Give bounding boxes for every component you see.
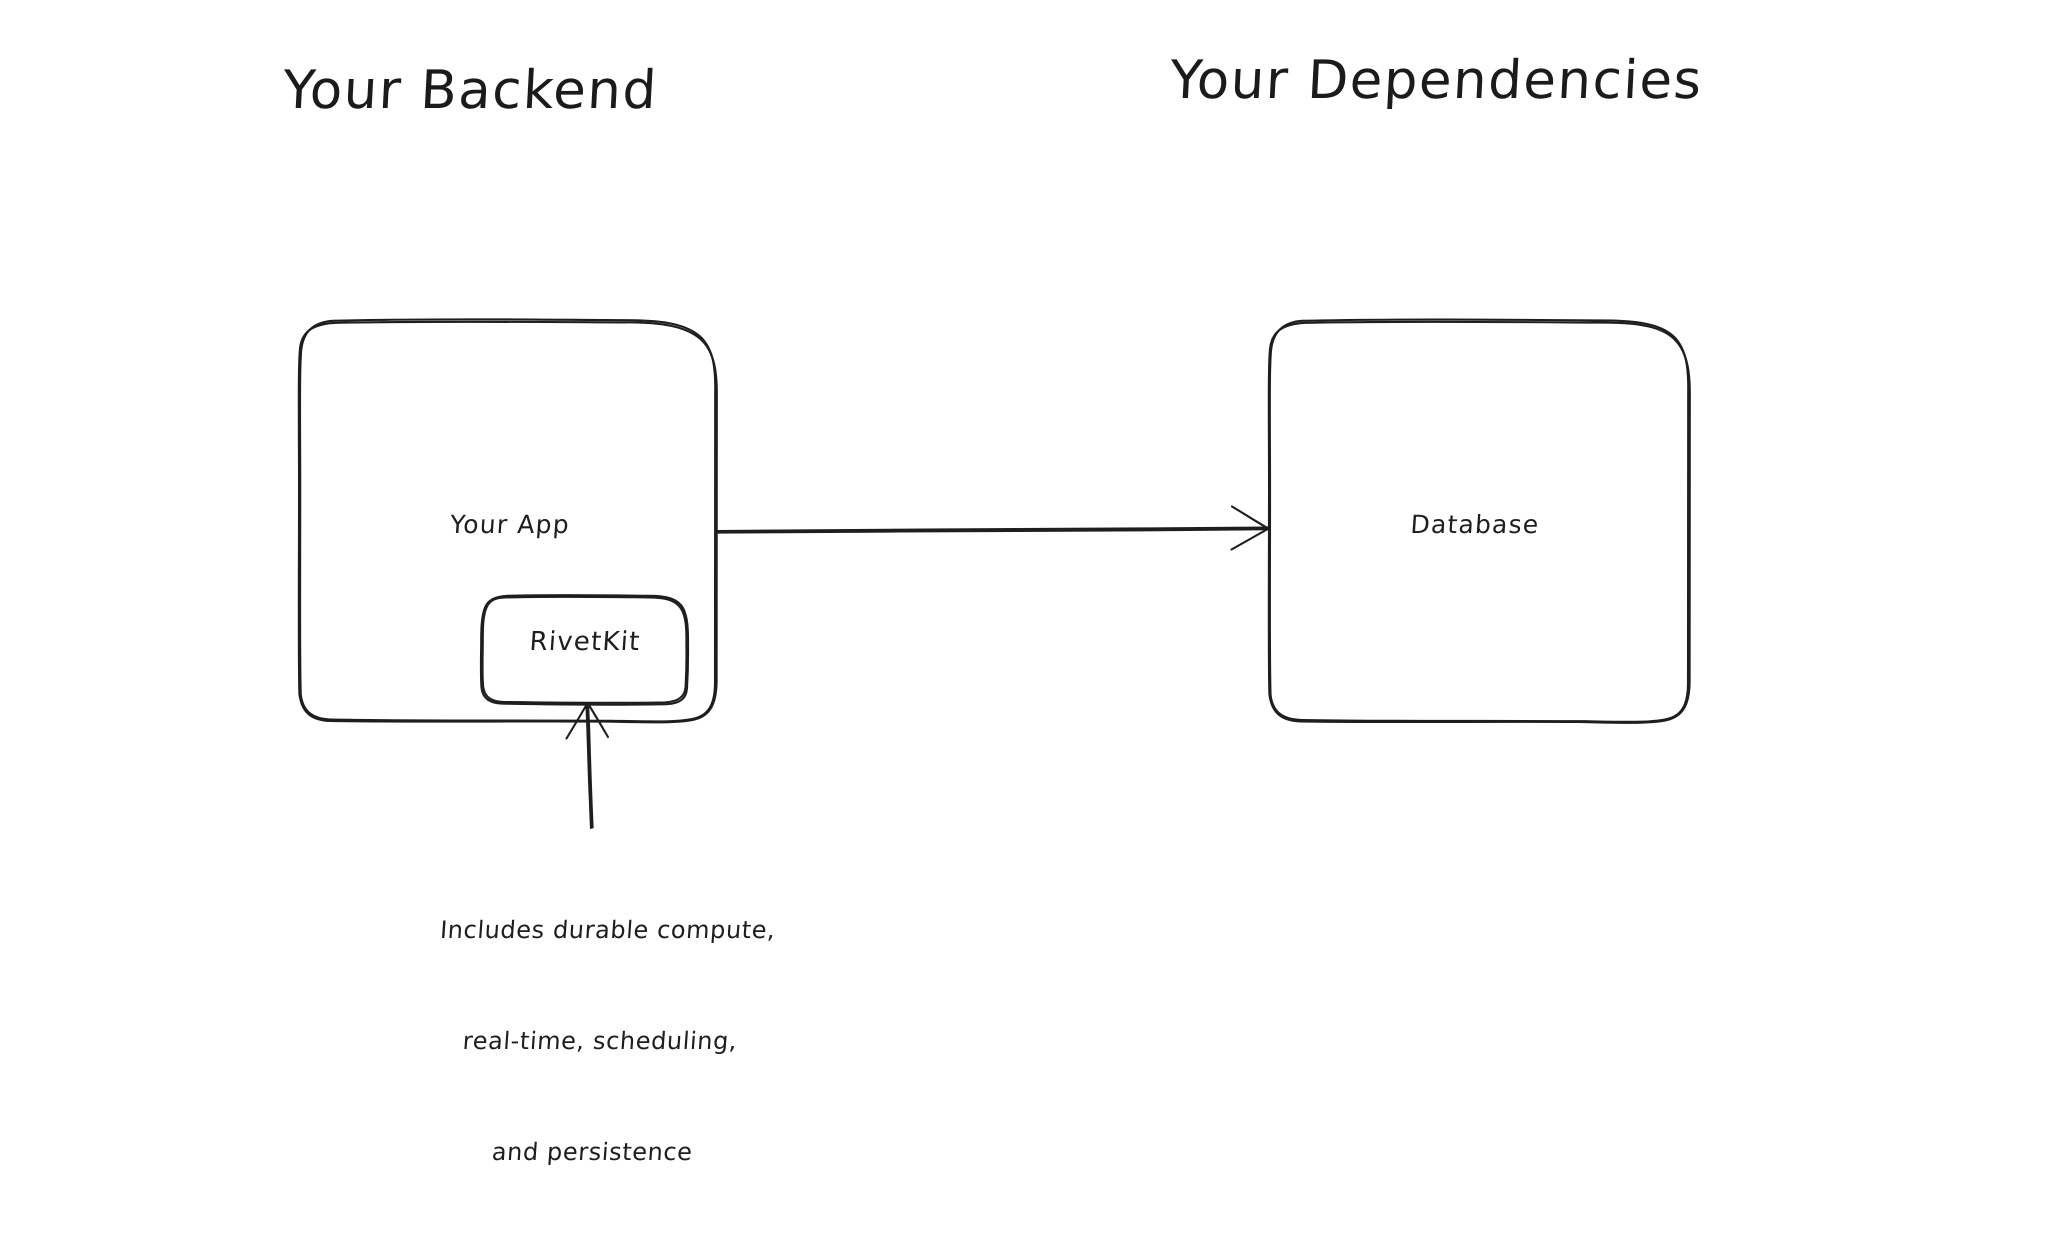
edge-annotation-to-rivetkit[interactable] <box>565 701 610 830</box>
annotation-line: Includes durable compute, <box>439 916 777 944</box>
your-app-box[interactable] <box>297 318 719 724</box>
section-title-backend: Your Backend <box>281 60 660 121</box>
annotation-caption: Includes durable compute, real-time, sch… <box>386 838 814 1245</box>
node-label-database: Database <box>1409 510 1541 539</box>
database-box[interactable] <box>1267 318 1692 724</box>
annotation-line: and persistence <box>490 1138 694 1166</box>
node-label-your-app: Your App <box>449 510 571 539</box>
rivetkit-box[interactable] <box>479 594 690 706</box>
sketch-layer <box>297 318 1692 830</box>
annotation-line: real-time, scheduling, <box>461 1027 739 1055</box>
section-title-dependencies: Your Dependencies <box>1168 50 1705 111</box>
node-label-rivetkit: RivetKit <box>528 627 642 657</box>
edge-app-to-database[interactable] <box>715 505 1270 551</box>
diagram-canvas: Your Backend Your Dependencies Your App … <box>281 50 1705 1166</box>
